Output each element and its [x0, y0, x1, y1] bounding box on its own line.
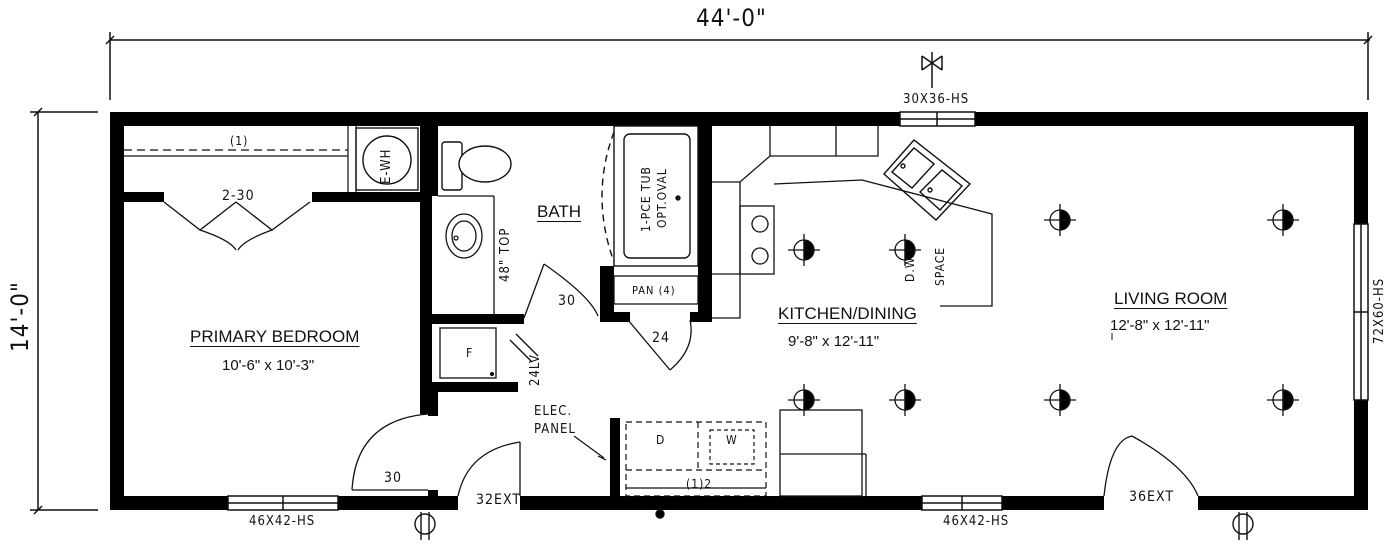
electrical-panel-label-line1: ELEC.	[534, 404, 573, 419]
ceiling-light-icon	[1044, 384, 1076, 416]
pan-door-label: 24	[652, 330, 671, 346]
ceiling-light-icons	[788, 204, 1299, 416]
laundry-appliances	[625, 421, 767, 497]
linen-label: 24LV	[528, 354, 543, 386]
electrical-panel-label-line2: PANEL	[534, 422, 576, 437]
pan-label: PAN (4)	[632, 284, 676, 297]
vanity-sink	[438, 195, 495, 314]
vanity-top-label: 48" TOP	[498, 227, 513, 282]
living-room-size: 12'-8" x 12'-11"	[1110, 317, 1210, 334]
range	[739, 205, 775, 275]
bathtub	[601, 125, 699, 267]
water-heater	[355, 127, 419, 191]
ceiling-light-icon	[1044, 204, 1076, 236]
kitchen-sink	[883, 139, 972, 221]
kitchen-bench	[779, 409, 867, 497]
window-bottom-left	[227, 495, 339, 511]
closet-bifold-door	[163, 201, 311, 251]
primary-bedroom-size: 10'-6" x 10'-3"	[222, 357, 315, 374]
furnace	[439, 327, 539, 379]
ceiling-light-icon	[1267, 384, 1299, 416]
pan-closet	[613, 275, 699, 371]
overall-depth-label: 14'-0"	[6, 281, 34, 352]
tub-option-label: OPT.OVAL	[655, 168, 669, 228]
window-right	[1353, 223, 1369, 401]
window-bottom-left-label: 46X42-HS	[249, 514, 316, 529]
overall-width-dimension-line	[105, 32, 1373, 100]
ceiling-light-icon	[788, 234, 820, 266]
water-heater-label: E-WH	[379, 148, 394, 184]
kitchen-counters	[712, 126, 993, 319]
dishwasher-label: D.W.	[903, 253, 917, 282]
bedroom-door-label: 30	[384, 470, 403, 486]
overall-depth-dimension-line	[30, 107, 98, 515]
ceiling-light-icon	[1267, 204, 1299, 236]
vent-icon	[921, 52, 943, 88]
window-top-label: 30X36-HS	[903, 92, 970, 107]
overall-width-label: 44'-0"	[696, 4, 767, 32]
dishwasher-space-label: SPACE	[933, 246, 947, 286]
kitchen-dining-name: KITCHEN/DINING	[778, 304, 917, 323]
window-top	[899, 111, 976, 127]
toilet-icon	[441, 141, 512, 191]
window-right-label: 72X60-HS	[1372, 277, 1387, 344]
washer-label: W	[726, 433, 738, 447]
kitchen-dining-size: 9'-8" x 12'-11"	[788, 333, 880, 350]
ceiling-light-icon	[889, 384, 921, 416]
ceiling-light-icon	[889, 234, 921, 266]
window-bottom-right	[921, 495, 1003, 511]
exterior-outlet-icon	[1232, 512, 1254, 540]
bedroom-door	[351, 413, 429, 491]
furnace-label: F	[466, 346, 474, 360]
closet-bifold-label: 2-30	[222, 188, 255, 204]
living-room-name: LIVING ROOM	[1114, 289, 1228, 308]
closet-shelf-note: (1)	[230, 134, 249, 148]
primary-bedroom-name: PRIMARY BEDROOM	[190, 327, 360, 346]
window-bottom-right-label: 46X42-HS	[943, 514, 1010, 529]
exterior-side-door-label: 32EXT	[476, 492, 522, 508]
interior-walls	[124, 126, 712, 498]
laundry-shelf-label: (1)2	[686, 477, 713, 491]
exterior-front-door	[1103, 435, 1199, 497]
exterior-outlet-icon	[414, 512, 436, 540]
bath-name: BATH	[537, 202, 582, 221]
exterior-front-door-label: 36EXT	[1129, 489, 1175, 505]
electrical-panel-leader	[573, 435, 607, 461]
exterior-walls	[110, 112, 1368, 510]
dryer-label: D	[656, 433, 666, 447]
exterior-side-door	[457, 441, 521, 497]
bath-door-label: 30	[558, 293, 577, 309]
tub-label: 1-PCE TUB	[639, 166, 653, 232]
bath-door	[523, 263, 599, 319]
ceiling-light-icon	[788, 384, 820, 416]
exterior-outlet-icons	[414, 509, 1254, 540]
